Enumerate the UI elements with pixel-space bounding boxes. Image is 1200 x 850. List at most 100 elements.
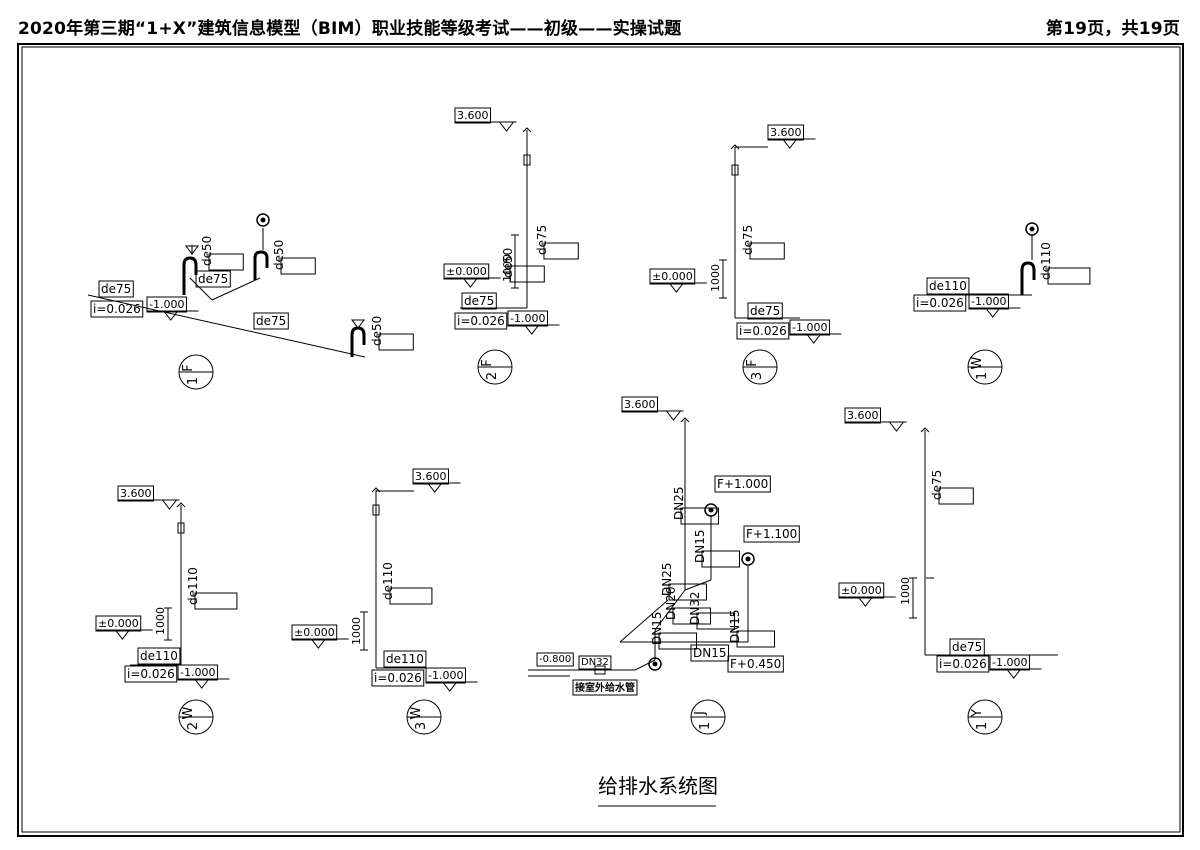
elev-w2-m1000-triangle xyxy=(193,678,210,689)
dim-y1-1000: 1000 xyxy=(899,577,912,605)
elev-y1-3600-box xyxy=(844,407,881,424)
elev-j1-3600: 3.600 xyxy=(621,396,684,421)
funnel-f1-a xyxy=(185,245,199,255)
label-w2-slope-box xyxy=(124,665,178,683)
elev-f3-m1000-triangle xyxy=(805,333,822,344)
label-f2-slope: i=0.026 xyxy=(454,312,508,330)
elev-f3-3600: 3.600 xyxy=(767,124,816,149)
label-j1-outdoor: 接室外给水管 xyxy=(572,679,638,696)
tap-j1-c-core xyxy=(652,661,658,667)
label-f3-de75: de75 xyxy=(747,302,783,320)
elev-w3-0: ±0.000 xyxy=(291,624,349,649)
label-f1-de50-c: de50 xyxy=(370,316,414,351)
label-f2-de75-box xyxy=(461,292,497,310)
label-f1-de75-diag: de75 xyxy=(253,312,289,330)
drain-w1-core xyxy=(1029,226,1035,232)
elev-y1-m1000: -1.000 xyxy=(989,654,1042,679)
system-tag-f1: F1 xyxy=(178,354,214,390)
system-w3 xyxy=(363,490,440,669)
elev-f2-m1000: -1.000 xyxy=(507,310,560,335)
elev-y1-m1000-text: -1.000 xyxy=(992,656,1027,669)
system-tag-j1: J1 xyxy=(690,699,726,735)
elev-f3-3600-box xyxy=(767,124,804,141)
label-j1-dn32-in-text: DN32 xyxy=(581,657,609,668)
dim-y1-1000-text: 1000 xyxy=(899,577,912,605)
elev-j1-3600-triangle xyxy=(665,410,682,421)
label-f3-de75-riser-box xyxy=(749,242,785,260)
elev-f2-0-triangle xyxy=(462,277,479,288)
elev-f3-0-box xyxy=(649,268,696,285)
label-f3-slope-box xyxy=(736,322,790,340)
tap-j1-b-ring xyxy=(741,552,755,566)
label-j1-dn25-b: DN25 xyxy=(660,563,707,601)
elev-f1-m1000-triangle xyxy=(162,310,179,321)
tap-j1-b xyxy=(741,552,755,566)
label-j1-f1000-box xyxy=(714,475,771,493)
label-j1-dn15-a: DN15 xyxy=(693,530,740,568)
label-y1-de75-text: de75 xyxy=(952,640,982,654)
label-j1-f1100: F+1.100 xyxy=(743,525,800,543)
page-number: 第19页，共19页 xyxy=(1045,19,1180,39)
label-f1-de75-mid: de75 xyxy=(195,270,231,288)
label-f2-de75: de75 xyxy=(461,292,497,310)
label-f1-de75-left: de75 xyxy=(98,280,134,298)
dim-f3-1000: 1000 xyxy=(709,264,722,292)
system-tag-f2: F2 xyxy=(477,349,513,385)
label-f2-slope-box xyxy=(454,312,508,330)
label-j1-dn25-box xyxy=(680,507,719,525)
elev-f2-3600-text: 3.600 xyxy=(457,109,489,122)
cleanout-w2 xyxy=(177,522,185,534)
label-j1-dn25-b-text: DN25 xyxy=(660,563,674,597)
label-y1-de75-riser-box xyxy=(938,487,974,505)
system-tag-f2-number: 2 xyxy=(485,372,500,380)
elev-w2-0-triangle xyxy=(114,629,131,640)
label-y1-slope-box xyxy=(936,655,990,673)
elev-w1-m1000: -1.000 xyxy=(968,293,1021,318)
label-f2-de75-riser-box xyxy=(543,242,579,260)
label-j1-dn20: DN20 xyxy=(664,587,711,625)
elev-f2-3600-box xyxy=(454,107,491,124)
pipe-j1-inlet-rise xyxy=(634,659,656,671)
label-w1-de110-text: de110 xyxy=(1039,242,1053,280)
outer-frame xyxy=(17,43,1184,837)
elev-w1-m1000-box xyxy=(968,293,1009,310)
label-j1-dn15-c-box xyxy=(736,630,775,648)
system-tag-w3-number: 3 xyxy=(414,722,429,730)
label-j1-dn25: DN25 xyxy=(672,487,719,525)
label-w2-de110-text: de110 xyxy=(140,649,178,663)
elev-w2-0-text: ±0.000 xyxy=(98,617,139,630)
elev-w2-3600-text: 3.600 xyxy=(120,487,152,500)
label-f1-de75-left-box xyxy=(98,280,134,298)
cleanout-w3 xyxy=(372,504,380,516)
label-f3-de75-riser-text: de75 xyxy=(741,225,755,255)
label-f1-de50-a: de50 xyxy=(200,236,244,271)
vent-w3 xyxy=(371,487,381,493)
system-tag-y1-letter: Y xyxy=(970,709,985,718)
vent-f2 xyxy=(522,127,532,133)
system-tag-y1-number: 1 xyxy=(975,722,990,730)
elev-f3-0: ±0.000 xyxy=(649,268,707,293)
label-f2-de50-text: de50 xyxy=(501,248,515,278)
label-y1-de75: de75 xyxy=(949,638,985,656)
label-j1-dn25-text: DN25 xyxy=(672,487,686,521)
elev-f3-m1000-text: -1.000 xyxy=(792,321,827,334)
system-tag-w2: W2 xyxy=(178,699,214,735)
elev-w2-m1000: -1.000 xyxy=(177,664,230,689)
label-f1-de50-b: de50 xyxy=(272,240,316,275)
drain-f1-core xyxy=(260,217,266,223)
label-f1-de50-b-text: de50 xyxy=(272,240,286,270)
label-f3-de75-text: de75 xyxy=(750,304,780,318)
dim-w3-1000-text: 1000 xyxy=(350,617,363,645)
elev-f3-m1000-box xyxy=(789,319,830,336)
pipe-f1-main xyxy=(87,294,366,358)
system-tag-w3: W3 xyxy=(406,699,442,735)
elev-f3-3600-triangle xyxy=(781,138,798,149)
trap-f1-c xyxy=(350,326,366,357)
cleanout-f3 xyxy=(731,164,739,176)
label-f2-de75-riser-text: de75 xyxy=(535,225,549,255)
label-f2-slope-text: i=0.026 xyxy=(457,314,505,328)
label-f1-de50-c-text: de50 xyxy=(370,316,384,346)
label-j1-dn32: DN32 xyxy=(688,592,735,630)
label-w2-de110-riser-text: de110 xyxy=(186,567,200,605)
